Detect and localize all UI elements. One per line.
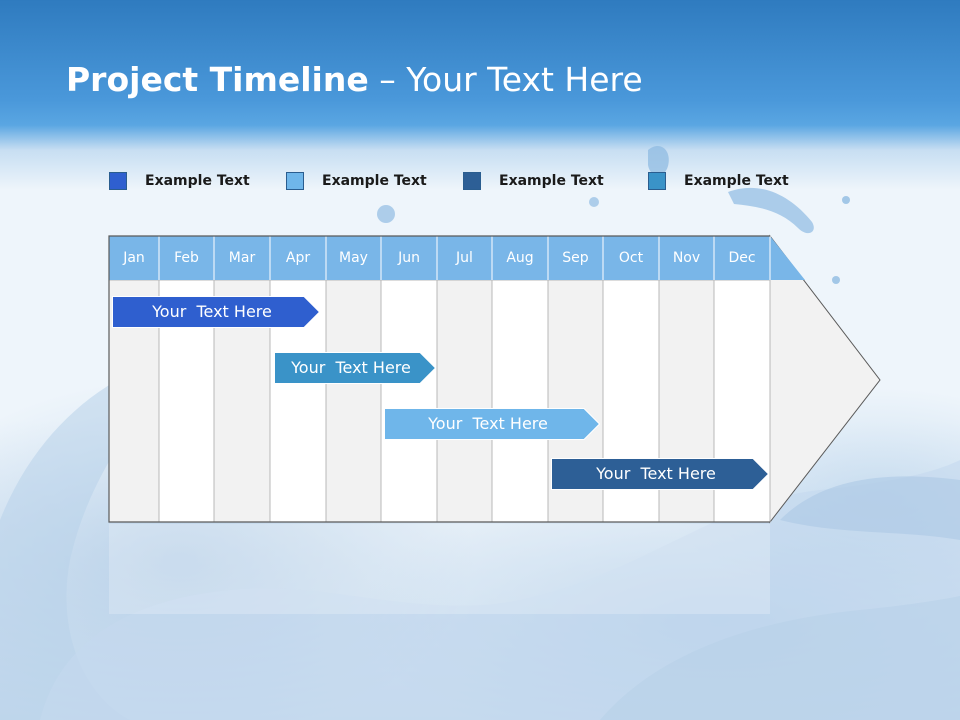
- month-label: Aug: [506, 250, 534, 266]
- month-header-band: [109, 236, 805, 280]
- task-bar: Your Text Here: [274, 352, 436, 384]
- month-label: Dec: [728, 250, 756, 266]
- task-label: Your Text Here: [428, 414, 548, 433]
- month-label: Oct: [618, 250, 644, 266]
- legend-swatch: [463, 172, 481, 190]
- task-arrow-shape: [274, 352, 436, 384]
- legend-item-1: Example Text: [109, 171, 250, 191]
- month-column: [491, 279, 549, 523]
- month-label: Mar: [228, 250, 256, 266]
- month-column: [436, 279, 493, 523]
- legend-label: Example Text: [322, 173, 427, 189]
- task-bar: Your Text Here: [384, 408, 600, 440]
- month-label: Apr: [285, 250, 311, 266]
- legend-label: Example Text: [499, 173, 604, 189]
- task-arrow: [551, 458, 769, 490]
- task-label: Your Text Here: [152, 302, 272, 321]
- task-bar: Your Text Here: [551, 458, 769, 490]
- task-arrow: [274, 352, 436, 384]
- task-bar: Your Text Here: [112, 296, 320, 328]
- month-label: Feb: [174, 250, 199, 266]
- month-label: Nov: [672, 250, 701, 266]
- task-arrow-shape: [112, 296, 320, 328]
- legend-swatch: [648, 172, 666, 190]
- task-arrow: [384, 408, 600, 440]
- timeline-reflection: [109, 524, 770, 614]
- task-label: Your Text Here: [291, 358, 411, 377]
- page-title: Project Timeline – Your Text Here: [66, 60, 643, 99]
- legend-label: Example Text: [684, 173, 789, 189]
- month-label: Jan: [123, 250, 145, 266]
- legend-item-2: Example Text: [286, 171, 427, 191]
- month-label: Sep: [562, 250, 589, 266]
- legend-item-3: Example Text: [463, 171, 604, 191]
- timeline-frame: [108, 235, 770, 523]
- legend-label: Example Text: [145, 173, 250, 189]
- legend-swatch: [109, 172, 127, 190]
- month-label: May: [339, 250, 368, 266]
- month-column: [380, 279, 438, 523]
- title-bold: Project Timeline: [66, 60, 369, 99]
- legend-item-4: Example Text: [648, 171, 789, 191]
- task-arrow-shape: [384, 408, 600, 440]
- task-label: Your Text Here: [596, 464, 716, 483]
- task-arrow: [112, 296, 320, 328]
- month-label: Jul: [456, 250, 473, 266]
- month-label: Jun: [398, 250, 420, 266]
- month-column: [325, 279, 382, 523]
- legend-swatch: [286, 172, 304, 190]
- title-rest: – Your Text Here: [368, 60, 643, 99]
- task-arrow-shape: [551, 458, 769, 490]
